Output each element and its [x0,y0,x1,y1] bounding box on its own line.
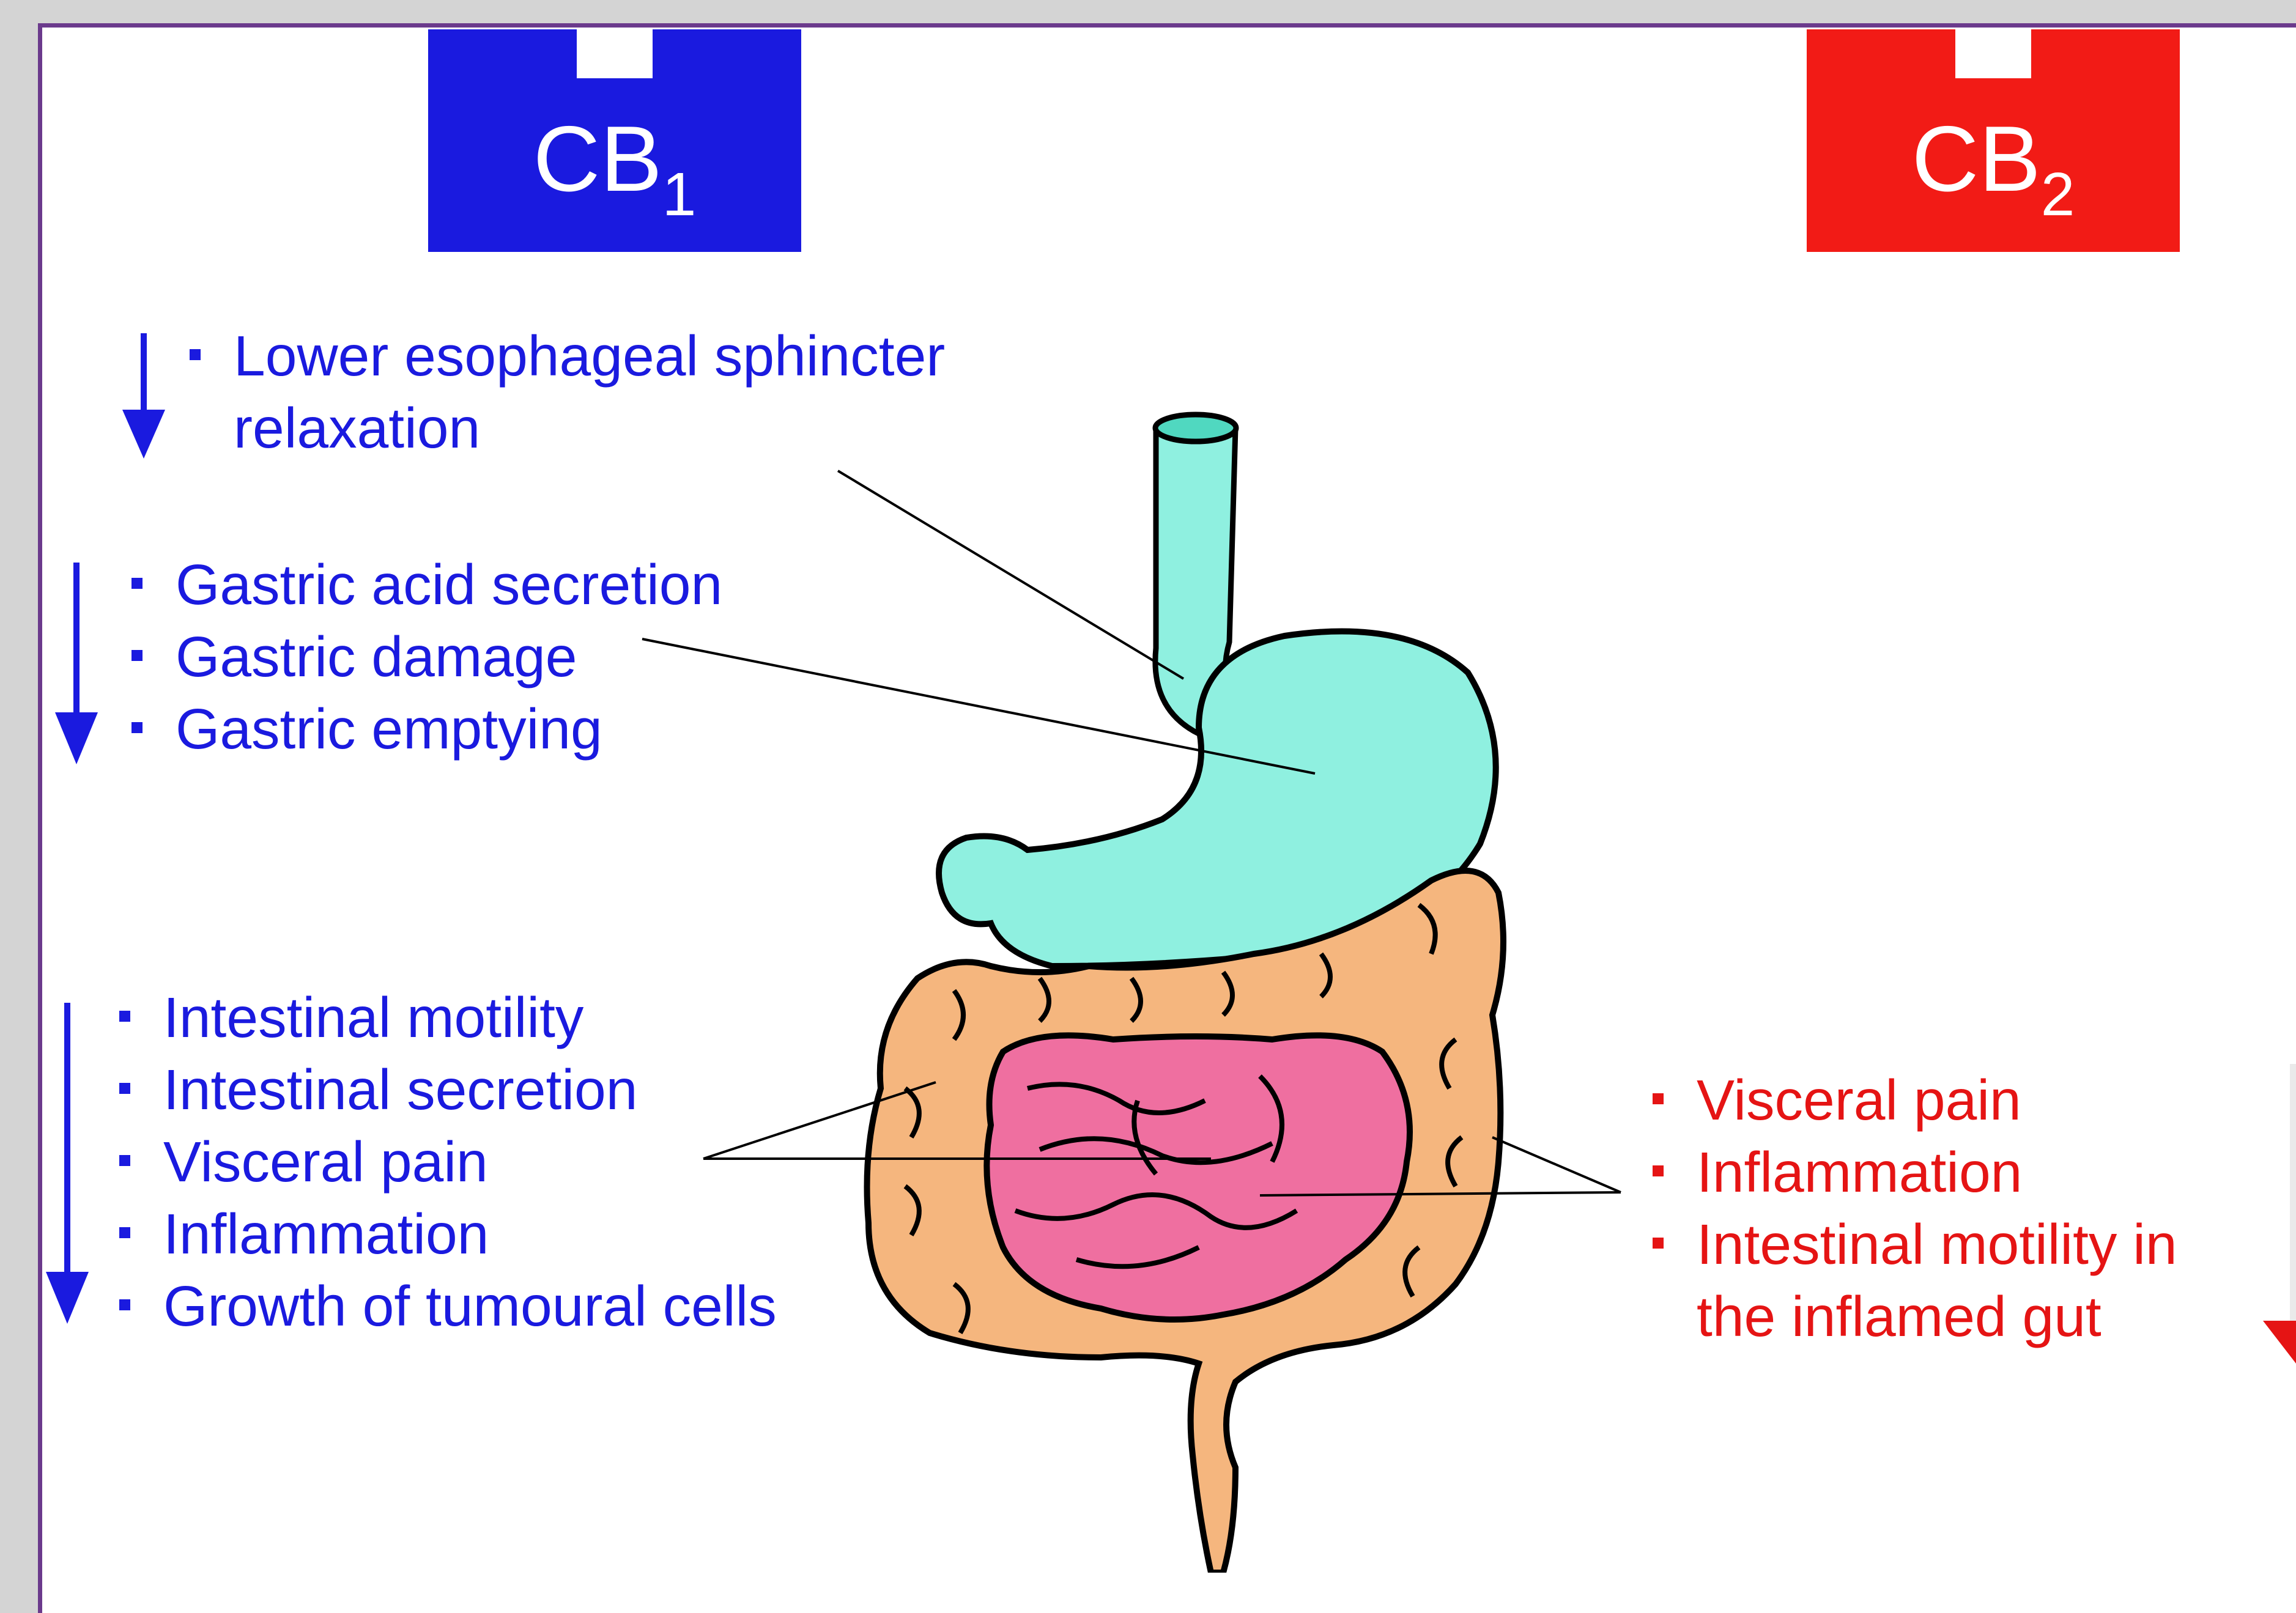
list-item: Inflammation [1653,1136,2264,1208]
list-item: Intestinal motility [119,981,777,1054]
intestine-cb1-effects: Intestinal motility Intestinal secretion… [119,981,777,1342]
list-item: Intestinal motility in the inflamed gut [1653,1208,2264,1353]
down-arrow-icon [55,563,98,764]
list-item: Inflammation [119,1198,777,1270]
down-arrow-icon [2263,1321,2296,1364]
stomach-effects: Gastric acid secretion Gastric damage Ga… [131,548,722,765]
list-item: Gastric damage [131,621,722,693]
list-item: Intestinal secretion [119,1054,777,1126]
list-item: Visceral pain [119,1126,777,1198]
esophagus-effects: Lower esophageal sphincter relaxation [190,320,1090,464]
list-item: Lower esophageal sphincter relaxation [190,320,1090,464]
esophagus-opening [1155,415,1236,441]
intestine-cb2-effects: Visceral pain Inflammation Intestinal mo… [1653,1064,2264,1353]
list-item: Growth of tumoural cells [119,1270,777,1342]
list-item: Gastric acid secretion [131,548,722,621]
list-item: Visceral pain [1653,1064,2264,1136]
down-arrow-icon [122,333,165,459]
cb2-arrow-shaft [2290,1064,2296,1321]
down-arrow-icon [46,1003,89,1324]
list-item: Gastric emptying [131,693,722,765]
